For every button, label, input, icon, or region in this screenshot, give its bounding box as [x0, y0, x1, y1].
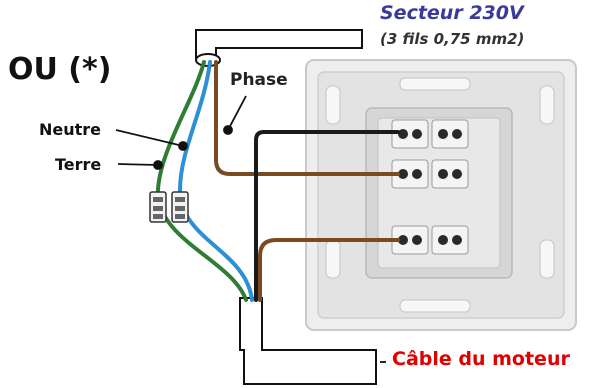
motor-black-wire [254, 130, 400, 302]
mains-subtitle: (3 fils 0,75 mm2) [380, 30, 525, 48]
phase-label: Phase [230, 70, 288, 90]
switch-plate [305, 59, 577, 331]
motor-cable-label: Câble du moteur [392, 348, 570, 370]
wago-terminal-icon [149, 191, 189, 223]
or-note-label: OU (*) [8, 52, 112, 87]
earth-label: Terre [55, 155, 102, 174]
earth-wire [155, 60, 248, 302]
mains-title: Secteur 230V [380, 2, 524, 24]
motor-brown-wire [258, 238, 400, 302]
callout-lines [115, 95, 386, 363]
neutral-label: Neutre [39, 120, 102, 139]
terminal-holes [398, 129, 462, 245]
phase-wire [214, 60, 400, 176]
neutral-wire [178, 60, 254, 302]
motor-cable-sheath [239, 297, 377, 385]
